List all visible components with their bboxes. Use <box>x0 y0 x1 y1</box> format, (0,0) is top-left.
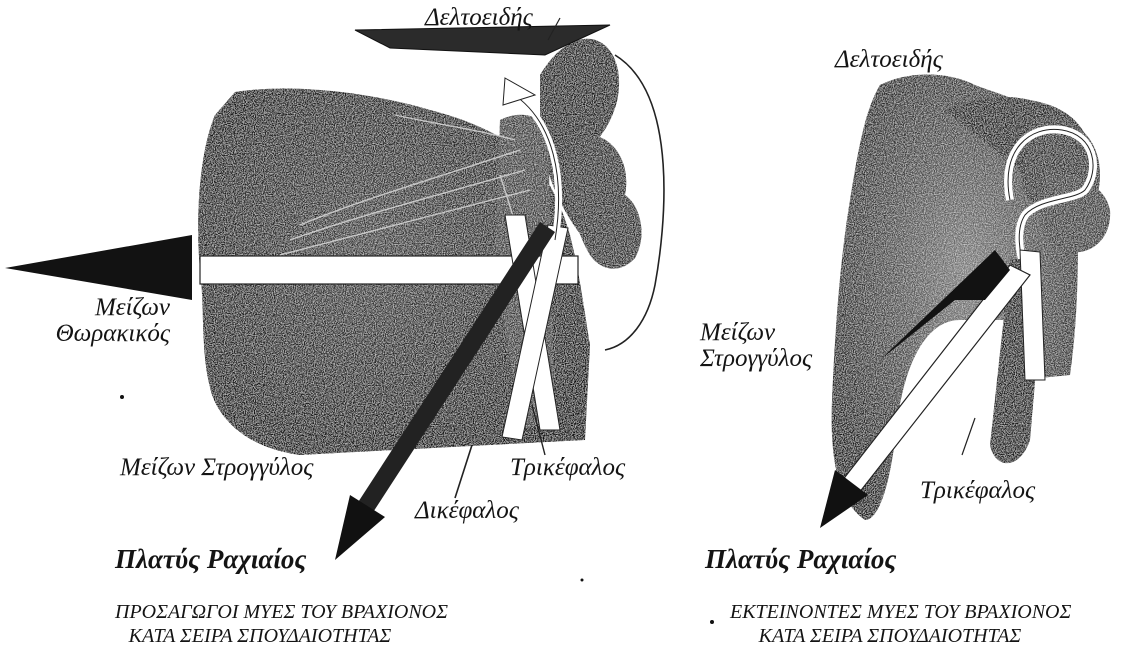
right-caption-line2: ΚΑΤΑ ΣΕΙΡΑ ΣΠΟΥΔΑΙΟΤΗΤΑΣ <box>730 624 1050 648</box>
left-caption: ΠΡΟΣΑΓΩΓΟΙ ΜΥΕΣ ΤΟΥ ΒΡΑΧΙΟΝΟΣ ΚΑΤΑ ΣΕΙΡΑ… <box>115 600 405 648</box>
middle-dot <box>581 579 584 582</box>
right-dot <box>710 620 714 624</box>
right-leader-triceps <box>962 418 975 455</box>
right-shoulder-head <box>1042 174 1110 252</box>
left-label-latissimus-dorsi: Πλατύς Ραχιαίος <box>115 545 306 573</box>
left-dot <box>120 395 124 399</box>
right-caption: ΕΚΤΕΙΝΟΝΤΕΣ ΜΥΕΣ ΤΟΥ ΒΡΑΧΙΟΝΟΣ ΚΑΤΑ ΣΕΙΡ… <box>730 600 1050 648</box>
right-label-latissimus-dorsi: Πλατύς Ραχιαίος <box>705 545 896 573</box>
right-label-triceps: Τρικέφαλος <box>920 478 1035 504</box>
right-label-teres-major: Μείζων Στρογγύλος <box>700 320 812 373</box>
right-caption-line1: ΕΚΤΕΙΝΟΝΤΕΣ ΜΥΕΣ ΤΟΥ ΒΡΑΧΙΟΝΟΣ <box>730 600 1050 624</box>
left-label-pectoralis-major: Μείζων Θωρακικός <box>50 295 170 348</box>
left-label-deltoid: Δελτοειδής <box>425 5 533 31</box>
left-caption-line2: ΚΑΤΑ ΣΕΙΡΑ ΣΠΟΥΔΑΙΟΤΗΤΑΣ <box>115 624 405 648</box>
left-deltoid-lower <box>569 134 642 268</box>
left-caption-line1: ΠΡΟΣΑΓΩΓΟΙ ΜΥΕΣ ΤΟΥ ΒΡΑΧΙΟΝΟΣ <box>115 600 405 624</box>
left-label-biceps: Δικέφαλος <box>415 498 519 524</box>
right-illustration <box>581 74 1111 624</box>
left-pectoralis-arrow <box>5 235 192 300</box>
left-label-teres-major: Μείζων Στρογγύλος <box>120 455 313 481</box>
left-label-triceps: Τρικέφαλος <box>510 455 625 481</box>
left-leader-biceps <box>455 445 472 498</box>
right-label-deltoid: Δελτοειδής <box>835 47 943 73</box>
